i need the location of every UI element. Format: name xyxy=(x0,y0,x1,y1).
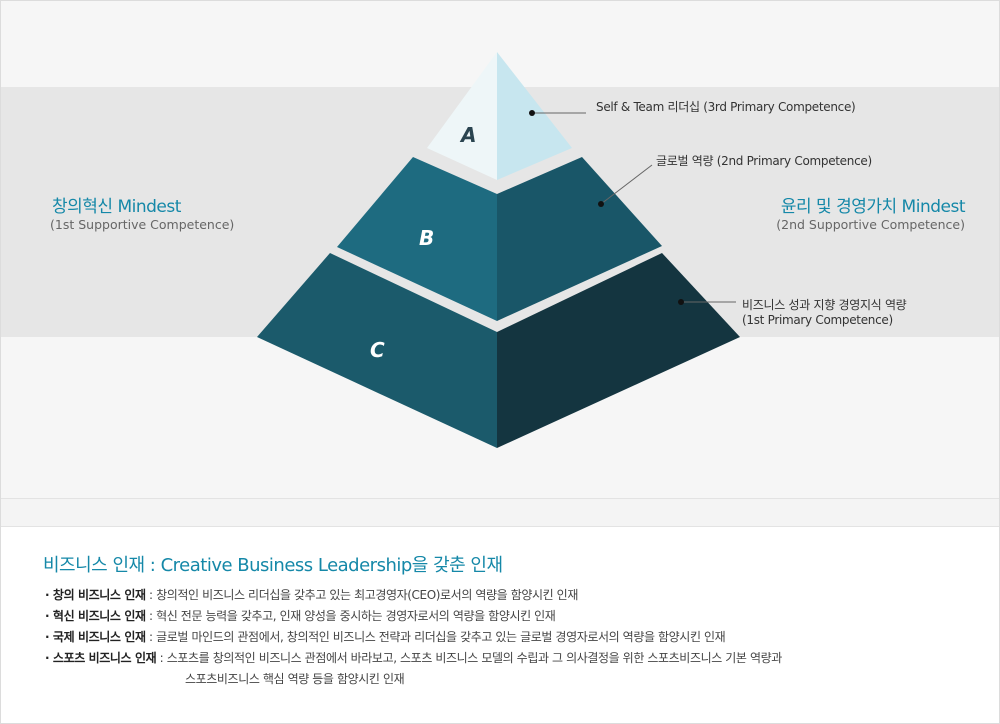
letter-c: C xyxy=(370,338,385,362)
letter-a: A xyxy=(459,123,476,147)
level-b-label: 글로벌 역량 (2nd Primary Competence) xyxy=(656,154,872,168)
right-mindset-title: 윤리 및 경영가치 Mindest xyxy=(780,197,966,217)
pointer-c xyxy=(678,299,684,305)
list-item: · 스포츠 비즈니스 인재 : 스포츠를 창의적인 비즈니스 관점에서 바라보고… xyxy=(45,648,782,669)
list-item: · 국제 비즈니스 인재 : 글로벌 마인드의 관점에서, 창의적인 비즈니스 … xyxy=(45,627,782,648)
item-name: · 스포츠 비즈니스 인재 xyxy=(45,651,157,665)
description-list: · 창의 비즈니스 인재 : 창의적인 비즈니스 리더십을 갖추고 있는 최고경… xyxy=(45,585,782,690)
item-sep: : xyxy=(156,651,167,665)
pyramid: A B C xyxy=(257,52,740,448)
left-mindset-title: 창의혁신 Mindest xyxy=(52,197,181,217)
level-a-right xyxy=(497,52,572,180)
item-text: 창의적인 비즈니스 리더십을 갖추고 있는 최고경영자(CEO)로서의 역량을 … xyxy=(156,588,578,602)
item-text: 글로벌 마인드의 관점에서, 창의적인 비즈니스 전략과 리더십을 갖추고 있는… xyxy=(156,630,726,644)
level-c-left xyxy=(257,253,497,448)
letter-b: B xyxy=(419,226,434,250)
item-name: · 창의 비즈니스 인재 xyxy=(45,588,146,602)
level-c-label-sub: (1st Primary Competence) xyxy=(742,313,893,327)
pointer-b xyxy=(598,201,604,207)
item-sep: : xyxy=(145,588,157,602)
level-a-label: Self & Team 리더십 (3rd Primary Competence) xyxy=(596,100,856,114)
item-name: · 혁신 비즈니스 인재 xyxy=(45,609,146,623)
list-item-continuation: 스포츠비즈니스 핵심 역량 등을 함양시킨 인재 xyxy=(185,672,405,686)
item-text: 혁신 전문 능력을 갖추고, 인재 양성을 중시하는 경영자로서의 역량을 함양… xyxy=(156,609,556,623)
divider xyxy=(1,498,999,527)
item-sep: : xyxy=(145,609,157,623)
description-title: 비즈니스 인재 : Creative Business Leadership을 … xyxy=(43,555,503,576)
level-a-left xyxy=(427,52,497,180)
list-item: · 창의 비즈니스 인재 : 창의적인 비즈니스 리더십을 갖추고 있는 최고경… xyxy=(45,585,782,606)
pointer-a xyxy=(529,110,535,116)
list-item: · 혁신 비즈니스 인재 : 혁신 전문 능력을 갖추고, 인재 양성을 중시하… xyxy=(45,606,782,627)
right-mindset-subtitle: (2nd Supportive Competence) xyxy=(776,217,965,232)
left-mindset-subtitle: (1st Supportive Competence) xyxy=(50,217,235,232)
level-b-left xyxy=(337,157,497,321)
level-c-label: 비즈니스 성과 지향 경영지식 역량 xyxy=(742,298,907,312)
item-name: · 국제 비즈니스 인재 xyxy=(45,630,146,644)
item-sep: : xyxy=(145,630,157,644)
item-text: 스포츠를 창의적인 비즈니스 관점에서 바라보고, 스포츠 비즈니스 모델의 수… xyxy=(166,651,783,665)
level-b-right xyxy=(497,157,662,321)
